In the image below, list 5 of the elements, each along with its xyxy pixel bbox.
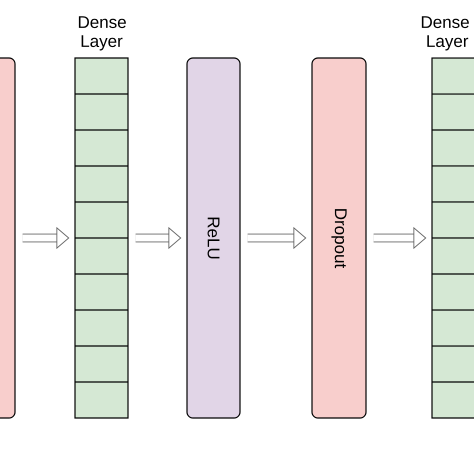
layer-heading: Dense Layer — [422, 16, 469, 50]
layer-heading: Dense Layer — [78, 16, 126, 50]
layer-box: Dropout — [311, 57, 367, 419]
layer-box — [0, 57, 16, 419]
layer-box: ReLU — [186, 57, 241, 419]
